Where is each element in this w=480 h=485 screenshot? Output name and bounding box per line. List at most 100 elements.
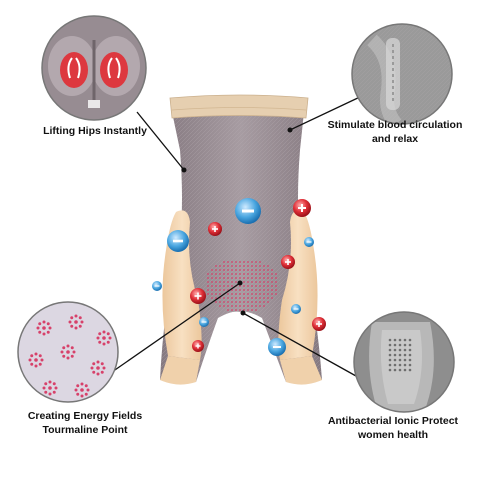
- tourmaline-dot: [271, 273, 273, 275]
- tourmaline-dot: [215, 289, 217, 291]
- tourmaline-dot: [112, 388, 116, 392]
- negative-ion-icon: [268, 338, 286, 356]
- tourmaline-dot: [275, 277, 277, 279]
- tourmaline-dot: [247, 261, 249, 263]
- tourmaline-dot: [251, 261, 253, 263]
- tourmaline-dot: [98, 332, 102, 336]
- tourmaline-dot: [116, 390, 118, 394]
- tourmaline-dot: [26, 386, 30, 390]
- tourmaline-dot: [34, 358, 38, 362]
- tourmaline-dot: [247, 285, 249, 287]
- tourmaline-dot: [70, 346, 74, 350]
- tourmaline-dot: [36, 326, 40, 330]
- tourmaline-dot: [219, 265, 221, 267]
- tourmaline-dot: [102, 342, 106, 346]
- tourmaline-dot: [267, 281, 269, 283]
- tourmaline-dot: [34, 364, 38, 368]
- callout-line-bottom-right: [242, 312, 357, 377]
- tourmaline-dot: [239, 297, 241, 299]
- tourmaline-dot: [243, 309, 245, 311]
- tourmaline-dot: [388, 348, 392, 352]
- tourmaline-dot: [243, 281, 245, 283]
- tourmaline-dot: [398, 368, 402, 372]
- tourmaline-dot: [102, 330, 106, 334]
- tourmaline-dot: [231, 265, 233, 267]
- tourmaline-dot: [251, 305, 253, 307]
- tourmaline-dot: [259, 281, 261, 283]
- tourmaline-dot: [255, 261, 257, 263]
- tourmaline-dot: [251, 265, 253, 267]
- tourmaline-dot: [108, 336, 112, 340]
- tourmaline-dot: [267, 293, 269, 295]
- tourmaline-dot: [243, 301, 245, 303]
- tourmaline-dot: [251, 293, 253, 295]
- tourmaline-dot: [52, 390, 56, 394]
- fabric-closeup-icon: [351, 23, 453, 125]
- tourmaline-dot: [34, 352, 38, 356]
- tourmaline-dot: [263, 265, 265, 267]
- tourmaline-dot: [207, 285, 209, 287]
- tourmaline-dot: [251, 285, 253, 287]
- tourmaline-dot: [251, 273, 253, 275]
- tourmaline-dot: [211, 285, 213, 287]
- tourmaline-dot: [223, 269, 225, 271]
- callout-label-antibacterial: Antibacterial Ionic Protect women health: [318, 414, 468, 442]
- tourmaline-dot: [251, 269, 253, 271]
- tourmaline-dot: [403, 348, 407, 352]
- tourmaline-dot: [398, 348, 402, 352]
- tourmaline-dot: [403, 358, 407, 362]
- tourmaline-dot: [255, 265, 257, 267]
- tourmaline-dot: [84, 392, 88, 396]
- positive-ion-icon: [190, 288, 206, 304]
- tourmaline-dot: [398, 353, 402, 357]
- tourmaline-dot: [243, 293, 245, 295]
- tourmaline-dot: [46, 322, 50, 326]
- tourmaline-dot: [219, 305, 221, 307]
- tourmaline-dot: [38, 322, 42, 326]
- tourmaline-dot: [48, 326, 52, 330]
- tourmaline-dot: [271, 289, 273, 291]
- tourmaline-dot-cluster: [207, 261, 277, 311]
- tourmaline-dot: [247, 301, 249, 303]
- tourmaline-dot: [255, 277, 257, 279]
- tourmaline-dot: [18, 394, 22, 398]
- tourmaline-dot: [267, 301, 269, 303]
- tourmaline-dot: [231, 285, 233, 287]
- tourmaline-dot: [28, 358, 32, 362]
- tourmaline-dot: [223, 261, 225, 263]
- tourmaline-dot: [398, 338, 402, 342]
- tourmaline-dot: [239, 305, 241, 307]
- tourmaline-dot: [393, 348, 397, 352]
- tourmaline-dot: [42, 326, 46, 330]
- callout-line-bottom-left: [111, 282, 241, 373]
- tourmaline-dot: [259, 273, 261, 275]
- tourmaline-dot: [255, 297, 257, 299]
- tourmaline-dot: [271, 269, 273, 271]
- callout-label-energy-fields: Creating Energy Fields Tourmaline Point: [10, 409, 160, 437]
- tourmaline-dot: [18, 390, 20, 394]
- tourmaline-dot: [207, 293, 209, 295]
- tourmaline-dot: [271, 277, 273, 279]
- tourmaline-dot: [42, 332, 46, 336]
- tourmaline-dot: [259, 301, 261, 303]
- tourmaline-dot: [231, 297, 233, 299]
- tourmaline-dot: [219, 293, 221, 295]
- tourmaline-dot: [102, 336, 106, 340]
- tourmaline-dot: [263, 297, 265, 299]
- tourmaline-dot: [263, 289, 265, 291]
- tourmaline-dot: [239, 261, 241, 263]
- tourmaline-dot: [80, 388, 84, 392]
- tourmaline-dot: [231, 293, 233, 295]
- tourmaline-dot: [44, 382, 48, 386]
- tourmaline-dot: [106, 394, 110, 398]
- tourmaline-dot: [227, 309, 229, 311]
- tourmaline-dot: [393, 353, 397, 357]
- tourmaline-dot: [239, 309, 241, 311]
- callout-text-line2: women health: [357, 429, 428, 441]
- tourmaline-dot: [96, 366, 100, 370]
- tourmaline-dot: [223, 277, 225, 279]
- tourmaline-dot: [408, 338, 412, 342]
- tourmaline-dot: [239, 285, 241, 287]
- tourmaline-dot: [42, 320, 46, 324]
